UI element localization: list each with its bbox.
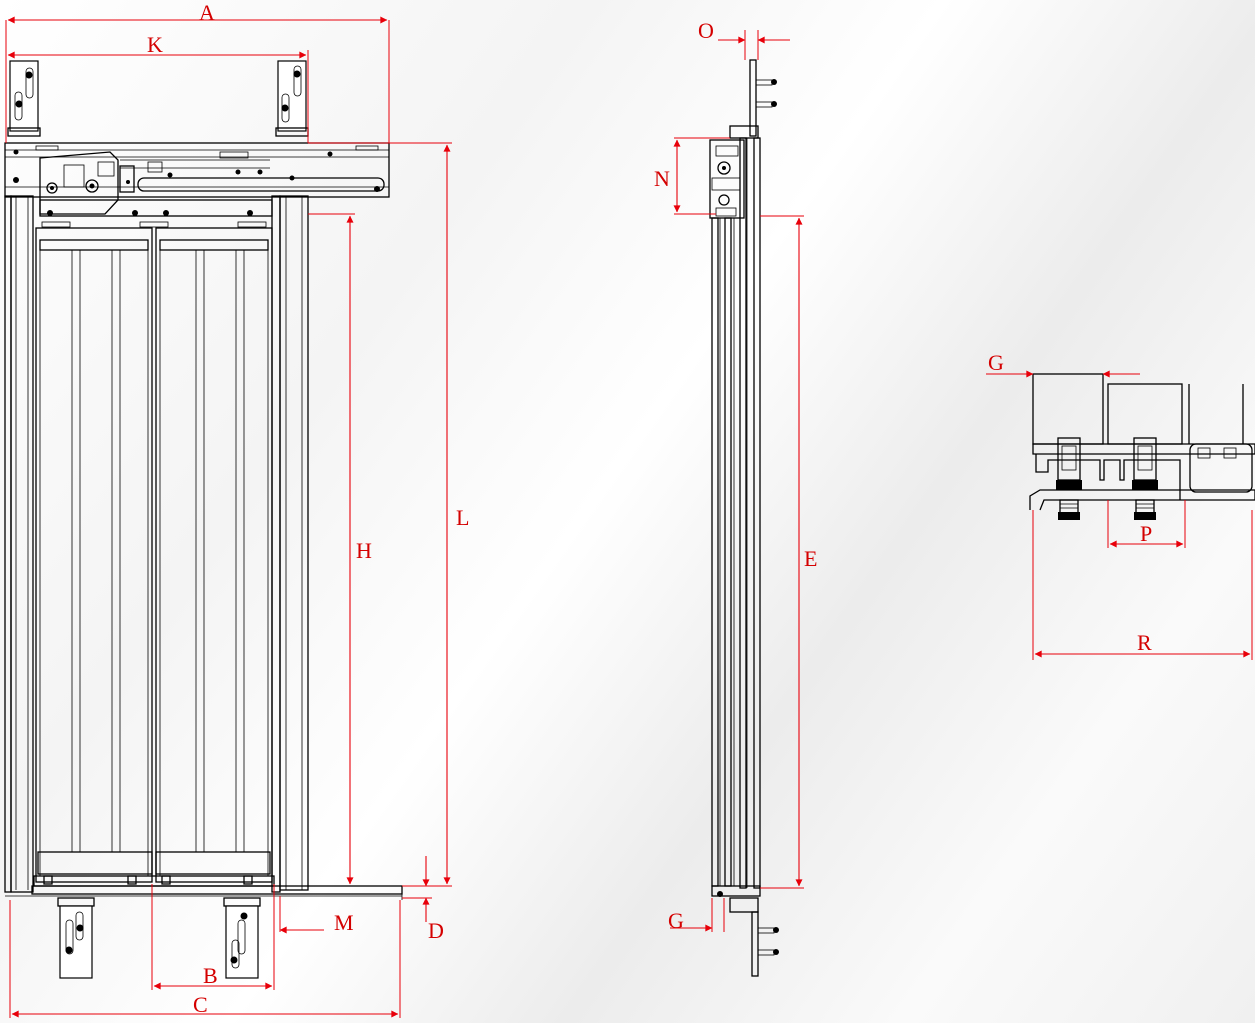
bottom-bracket-left xyxy=(57,897,95,979)
detail-rail-profile xyxy=(1029,443,1255,511)
dimension-label-d: D xyxy=(428,918,444,943)
detail-view: G P R xyxy=(986,350,1255,660)
side-door-profiles xyxy=(711,137,761,889)
side-bottom-bracket xyxy=(711,885,779,977)
detail-dimension-lines xyxy=(986,370,1251,658)
top-bracket-right xyxy=(275,60,309,137)
detail-bolt-right xyxy=(1132,437,1158,520)
dimension-label-a: A xyxy=(199,0,215,25)
door-sill xyxy=(5,875,403,900)
dimension-label-o: O xyxy=(698,18,714,43)
side-top-bracket xyxy=(729,59,777,139)
dimension-label-r: R xyxy=(1137,630,1152,655)
dimension-label-g-detail: G xyxy=(988,350,1004,375)
side-operator xyxy=(709,139,745,219)
dimension-label-h: H xyxy=(356,538,372,563)
front-view: A K L H M D B C xyxy=(4,0,469,1018)
door-panel-right xyxy=(155,227,273,883)
dimension-label-k: K xyxy=(147,32,163,57)
top-bracket-left xyxy=(7,60,41,137)
door-operator xyxy=(39,151,270,215)
front-dimension-lines xyxy=(7,16,451,1018)
side-view: O N E G xyxy=(654,18,817,977)
dimension-label-l: L xyxy=(456,505,469,530)
dimension-label-m: M xyxy=(334,910,354,935)
dimension-label-n: N xyxy=(654,166,670,191)
dimension-label-g-side: G xyxy=(668,908,684,933)
dimension-label-b: B xyxy=(203,963,218,988)
door-frame xyxy=(4,195,309,893)
dimension-label-p: P xyxy=(1140,521,1152,546)
bottom-bracket-right xyxy=(223,897,261,979)
side-extension-lines xyxy=(674,30,804,932)
detail-bolt-left xyxy=(1056,437,1082,520)
dimension-label-c: C xyxy=(193,992,208,1017)
dimension-label-e: E xyxy=(804,546,817,571)
side-dimension-lines xyxy=(670,36,803,932)
detail-extension-lines xyxy=(1032,500,1253,660)
header-rail xyxy=(4,142,390,198)
front-extension-lines xyxy=(5,20,452,1018)
door-panel-left xyxy=(35,227,153,883)
